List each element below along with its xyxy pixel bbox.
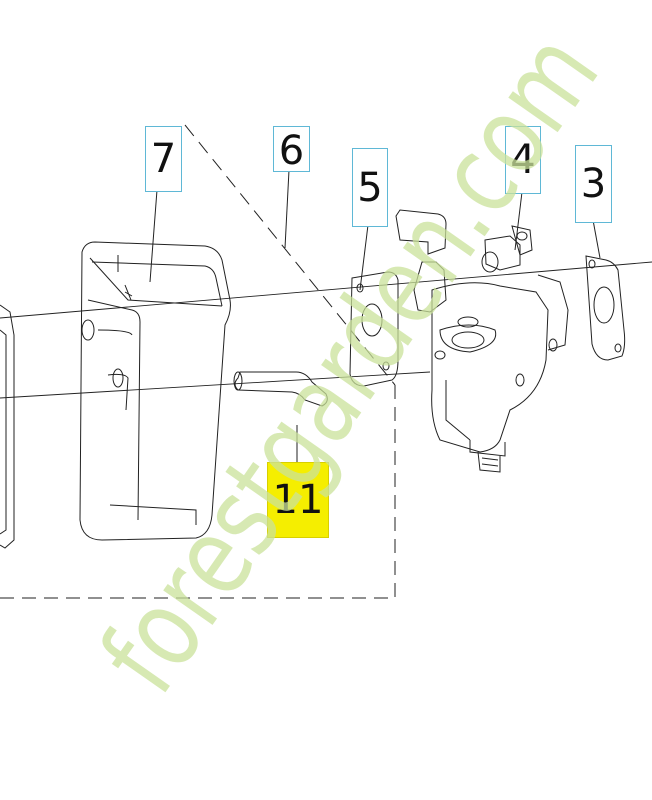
left-partial-part xyxy=(0,304,15,549)
leader-3 xyxy=(592,219,601,259)
callout-6[interactable]: 6 xyxy=(273,126,310,172)
axis-line-upper xyxy=(0,261,652,319)
callout-7[interactable]: 7 xyxy=(145,126,182,192)
axis-line-lower xyxy=(0,371,431,399)
callout-5[interactable]: 5 xyxy=(352,148,388,227)
part-7-air-filter-cover xyxy=(79,241,231,541)
callout-4[interactable]: 4 xyxy=(505,126,541,194)
part-5-gasket xyxy=(349,271,399,387)
leader-5 xyxy=(359,224,369,291)
callout-11-highlighted[interactable]: 11 xyxy=(267,462,329,538)
dashed-bracket-11 xyxy=(0,385,396,599)
leader-7 xyxy=(149,189,158,283)
part-4-carburetor xyxy=(395,209,569,473)
callout-3[interactable]: 3 xyxy=(575,145,612,223)
leader-6 xyxy=(284,169,290,249)
part-6-breather-hose xyxy=(233,371,328,407)
dashed-guide-diagonal xyxy=(184,124,396,386)
part-3-gasket xyxy=(585,255,626,361)
